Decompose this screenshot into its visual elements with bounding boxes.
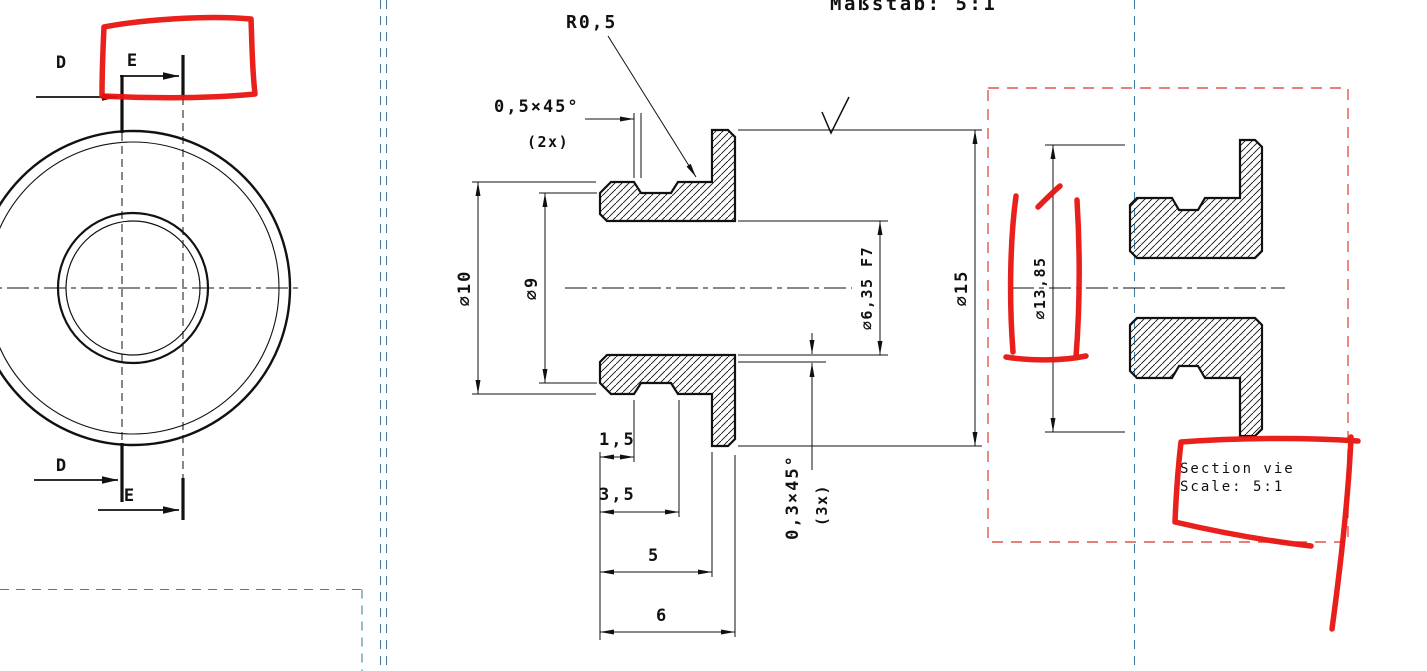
dim-text-dia9: ⌀9 [522, 276, 542, 300]
dimensions-main: ⌀10 ⌀9 ⌀6,35 F7 ⌀15 1,5 3,5 5 6 0,5×45° … [455, 12, 982, 640]
dim-text-chamfer-front: 0,5×45° [494, 97, 580, 117]
dim-text-dia10: ⌀10 [455, 270, 475, 307]
dim-text-chamfer-front-count: (2x) [527, 133, 569, 151]
redline-flag-box [1172, 435, 1361, 549]
detail-caption-line1: Section vie [1180, 461, 1295, 477]
section-label-e-bottom: E [124, 486, 136, 506]
redline-bracket-left-stroke [1007, 193, 1019, 355]
dim-text-1-5: 1,5 [599, 430, 636, 450]
redline-bracket-right-stroke [1073, 197, 1082, 360]
sheet-frame [0, 0, 1136, 671]
detail-caption-line2: Scale: 5:1 [1180, 479, 1284, 495]
dim-text-5: 5 [648, 546, 660, 566]
section-top-wall [598, 128, 737, 223]
front-view: D E D E [0, 51, 302, 520]
redline-box-top-left [99, 14, 258, 101]
sheet-scale-label: Maßstab: 5:1 [830, 0, 997, 15]
section-label-e-top: E [127, 51, 139, 71]
detail-view: ⌀13,85 Section vie Scale: 5:1 [987, 87, 1349, 543]
dim-text-6: 6 [656, 606, 668, 626]
dim-text-dia635: ⌀6,35 F7 [858, 246, 876, 330]
redline-bracket-bottom-stroke [1003, 353, 1089, 363]
detail-boundary-frame [987, 87, 1349, 543]
section-label-d-top: D [56, 53, 68, 73]
main-section-view [565, 96, 852, 448]
section-bottom-wall [598, 353, 737, 448]
section-label-d-bottom: D [56, 456, 68, 476]
fillet-leader-line [607, 35, 697, 178]
redline-flag-tail [1329, 434, 1354, 632]
dim-text-chamfer-back: 0,3×45° [783, 454, 803, 540]
redline-bracket-tick [1035, 183, 1063, 210]
redline-markup [99, 14, 1361, 632]
dim-text-chamfer-back-count: (3x) [813, 484, 831, 526]
dim-text-fillet: R0,5 [566, 12, 617, 33]
dim-text-3-5: 3,5 [599, 485, 636, 505]
outer-diameter-circle [0, 129, 292, 447]
detail-bottom-wall [1128, 316, 1264, 438]
surface-finish-icon [821, 96, 850, 135]
dim-text-dia1385: ⌀13,85 [1031, 256, 1049, 319]
detail-top-wall [1128, 138, 1264, 260]
dim-text-dia15: ⌀15 [952, 270, 972, 307]
